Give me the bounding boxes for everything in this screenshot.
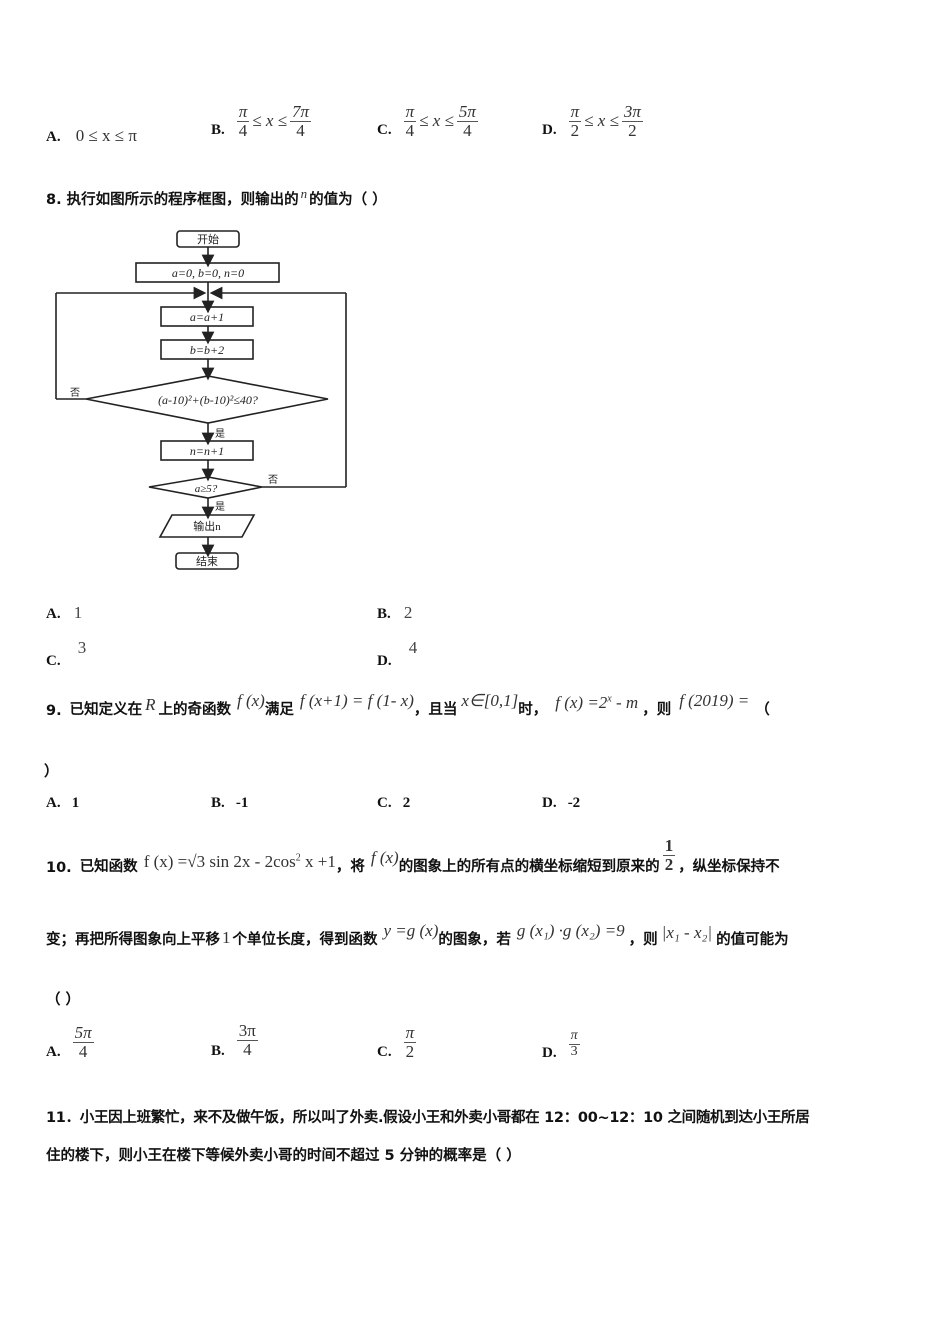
q10-stem-line2: 变；再把所得图象向上平移 1 个单位长度，得到函数 y =g (x) 的图象，若… (46, 921, 789, 948)
flow-yes-label-1: 是 (215, 428, 225, 440)
inequality: ≤ x ≤ (252, 111, 288, 131)
q9-option-c: C. 2 (377, 795, 411, 811)
option-label: D. (542, 121, 557, 138)
question-number: 9. (46, 703, 62, 719)
option-label: A. (46, 129, 61, 145)
q11-stem-line1: 11．小王因上班繁忙，来不及做午饭，所以叫了外卖.假设小王和外卖小哥都在 12：… (46, 1110, 810, 1126)
flow-step2: b=b+2 (190, 343, 224, 357)
flow-init: a=0, b=0, n=0 (172, 266, 244, 280)
flowchart: 开始 a=0, b=0, n=0 a=a+1 b=b+2 (a-10)²+(b-… (55, 230, 347, 570)
option-label: C. (377, 121, 392, 138)
flow-end: 结束 (196, 555, 218, 568)
question-number: 8. (46, 192, 62, 208)
q9-option-a: A. 1 (46, 795, 80, 811)
inequality: ≤ x ≤ (584, 111, 619, 131)
q7-option-a: A. 0 ≤ x ≤ π (46, 126, 137, 146)
flow-cond1: (a-10)²+(b-10)²≤40? (158, 393, 258, 407)
q9-option-d: D. -2 (542, 795, 581, 811)
q8-option-b: B. 2 (377, 603, 413, 622)
option-label: B. (211, 121, 225, 138)
flow-yes-label-2: 是 (215, 501, 225, 513)
flow-step1: a=a+1 (190, 310, 224, 324)
flow-cond2: a≥5? (195, 483, 218, 495)
q8-option-d: D. 4 (377, 638, 418, 669)
q8-option-a: A. 1 (46, 603, 83, 622)
q9-stem: 9. 已知定义在 R 上的奇函数 f (x) 满足 f (x+1) = f (1… (46, 691, 770, 719)
flow-no-label-1: 否 (70, 387, 80, 399)
flow-start: 开始 (197, 232, 219, 246)
flow-output: 输出n (193, 519, 221, 533)
q10-paren: （ ） (46, 992, 81, 1008)
q9-paren-close: ） (44, 764, 59, 780)
var-n: n (300, 186, 308, 201)
q9-option-b: B. -1 (211, 795, 249, 811)
option-value: 0 ≤ x ≤ π (75, 126, 137, 145)
inequality: ≤ x ≤ (419, 111, 454, 131)
question-number: 10. (46, 860, 72, 876)
q8-option-c: C. 3 (46, 638, 87, 669)
flow-no-label-2: 否 (268, 474, 278, 486)
q10-stem-line1: 10. 已知函数 f (x) =√3 sin 2x - 2cos2 x +1 ，… (46, 836, 780, 876)
flow-step3: n=n+1 (190, 444, 224, 458)
q11-stem-line2: 住的楼下，则小王在楼下等候外卖小哥的时间不超过 5 分钟的概率是（ ） (46, 1148, 521, 1164)
